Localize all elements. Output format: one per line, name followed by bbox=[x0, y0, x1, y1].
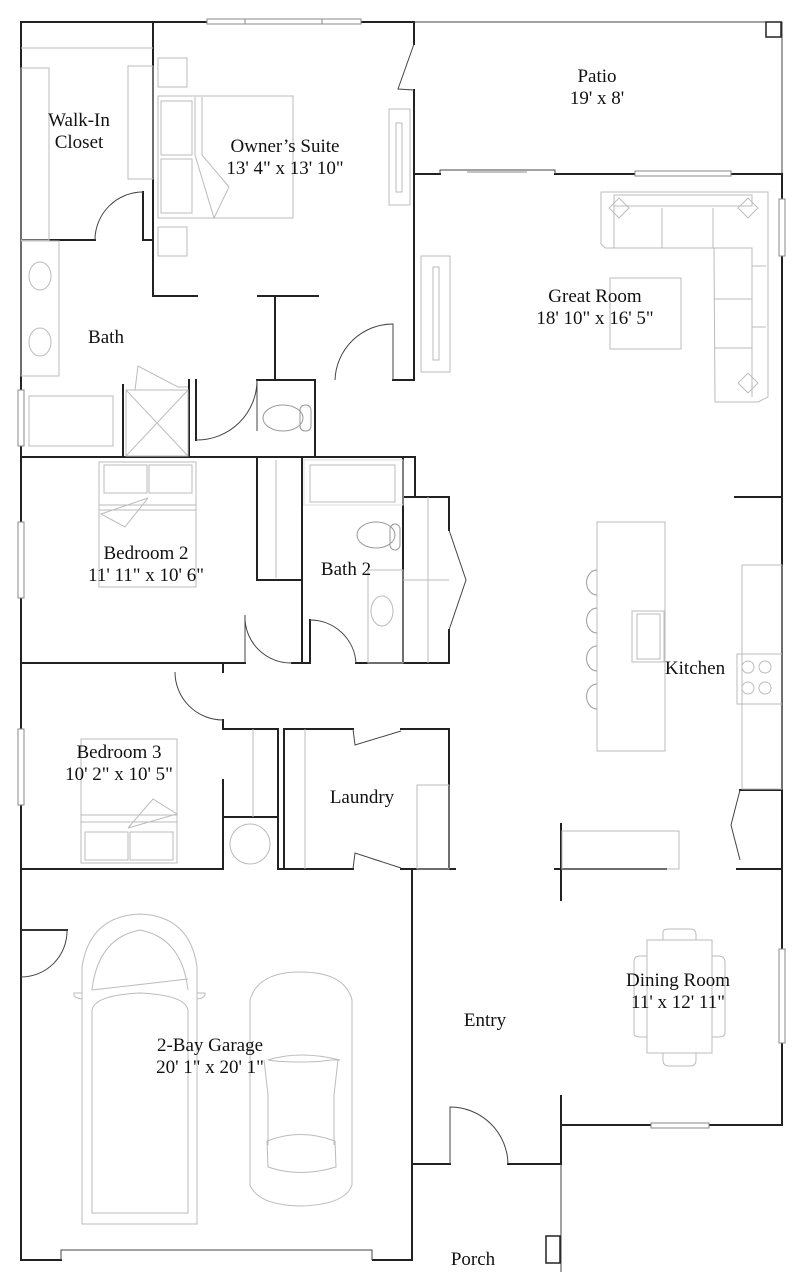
room-dimensions: 18' 10" x 16' 5" bbox=[536, 308, 654, 329]
room-label-great-room: Great Room 18' 10" x 16' 5" bbox=[536, 286, 653, 330]
room-name: Bath bbox=[88, 327, 124, 348]
room-label-porch: Porch bbox=[451, 1249, 495, 1271]
room-label-laundry: Laundry bbox=[330, 787, 394, 809]
room-name-line2: Closet bbox=[54, 132, 104, 153]
room-name: Patio bbox=[577, 66, 617, 87]
room-label-bedroom-2: Bedroom 2 11' 11" x 10' 6" bbox=[88, 543, 204, 587]
room-dimensions: 20' 1" x 20' 1" bbox=[156, 1057, 264, 1078]
room-label-patio: Patio 19' x 8' bbox=[570, 66, 624, 110]
room-dimensions: 13' 4" x 13' 10" bbox=[226, 158, 344, 179]
room-label-walk-in-closet: Walk-In Closet bbox=[48, 110, 110, 154]
room-name: Great Room bbox=[548, 286, 642, 307]
room-label-entry: Entry bbox=[464, 1010, 506, 1032]
room-name: Kitchen bbox=[664, 658, 726, 679]
walls bbox=[20, 21, 783, 1272]
room-name: 2-Bay Garage bbox=[156, 1035, 264, 1056]
room-name: Bedroom 3 bbox=[76, 742, 162, 763]
room-dimensions: 11' x 12' 11" bbox=[631, 992, 725, 1013]
room-label-bedroom-3: Bedroom 3 10' 2" x 10' 5" bbox=[65, 742, 173, 786]
room-name: Bedroom 2 bbox=[103, 543, 189, 564]
room-name: Porch bbox=[450, 1249, 496, 1270]
room-label-owners-suite: Owner’s Suite 13' 4" x 13' 10" bbox=[226, 136, 343, 180]
room-label-bath: Bath bbox=[88, 327, 124, 349]
room-name: Bath 2 bbox=[320, 559, 372, 580]
doors bbox=[20, 43, 741, 1165]
room-label-kitchen: Kitchen bbox=[665, 658, 725, 680]
room-name: Dining Room bbox=[626, 970, 730, 991]
room-name: Laundry bbox=[329, 787, 395, 808]
room-label-garage: 2-Bay Garage 20' 1" x 20' 1" bbox=[156, 1035, 264, 1079]
room-label-bath-2: Bath 2 bbox=[321, 559, 371, 581]
windows bbox=[17, 18, 786, 1129]
room-name: Entry bbox=[463, 1010, 507, 1031]
room-dimensions: 11' 11" x 10' 6" bbox=[88, 565, 204, 586]
room-dimensions: 19' x 8' bbox=[569, 88, 625, 109]
room-label-dining-room: Dining Room 11' x 12' 11" bbox=[626, 970, 730, 1014]
room-name: Owner’s Suite bbox=[230, 136, 340, 157]
room-name: Walk-In bbox=[48, 110, 110, 131]
room-dimensions: 10' 2" x 10' 5" bbox=[65, 764, 173, 785]
fixtures bbox=[20, 47, 783, 1225]
